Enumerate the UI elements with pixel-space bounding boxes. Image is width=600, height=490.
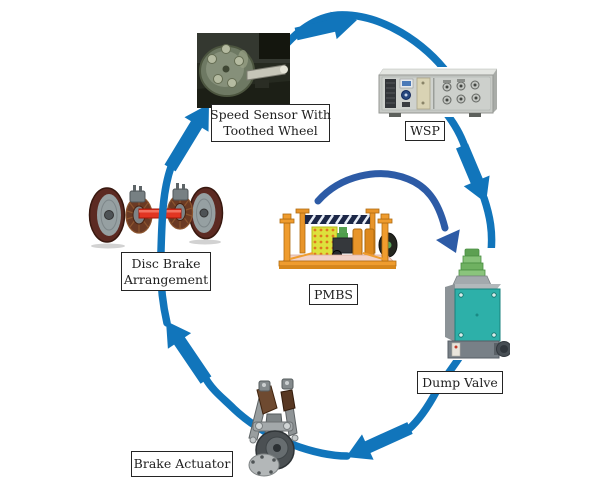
label-line: Disc Brake — [131, 255, 201, 271]
label-line: Speed Sensor With — [210, 107, 331, 122]
arrow-sensor-to-wsp — [294, 11, 357, 41]
label-line: Arrangement — [123, 271, 209, 287]
arc-left-up — [156, 163, 175, 327]
label-line: Brake Actuator — [133, 456, 231, 471]
label-line: WSP — [410, 123, 440, 138]
arrow-dumpvalve-to-actuator — [346, 422, 413, 460]
label-line: Toothed Wheel — [223, 123, 318, 138]
brake-actuator-photo — [237, 378, 310, 480]
label-line: PMBS — [314, 286, 353, 302]
arrow-wsp-to-dumpvalve — [456, 143, 490, 203]
brake-actuator-label: Brake Actuator — [131, 451, 233, 477]
pmbs-photo — [275, 203, 400, 273]
dump-valve-label: Dump Valve — [417, 371, 503, 394]
label-line: Dump Valve — [422, 374, 498, 390]
dump-valve-photo — [440, 248, 510, 360]
wsp-label: WSP — [405, 121, 445, 141]
arc-behind-actuator — [202, 375, 351, 460]
pmbs-label: PMBS — [309, 284, 358, 305]
wsp-unit-photo — [375, 67, 497, 117]
speed-sensor-photo — [197, 33, 290, 108]
speed-sensor-label: Speed Sensor With Toothed Wheel — [210, 104, 331, 142]
arrow-discbrake-to-sensor — [164, 104, 209, 172]
disc-brake-label: Disc Brake Arrangement — [121, 252, 211, 291]
disc-brake-arrangement-photo — [88, 183, 227, 250]
arrow-actuator-to-discbrake — [166, 321, 212, 384]
